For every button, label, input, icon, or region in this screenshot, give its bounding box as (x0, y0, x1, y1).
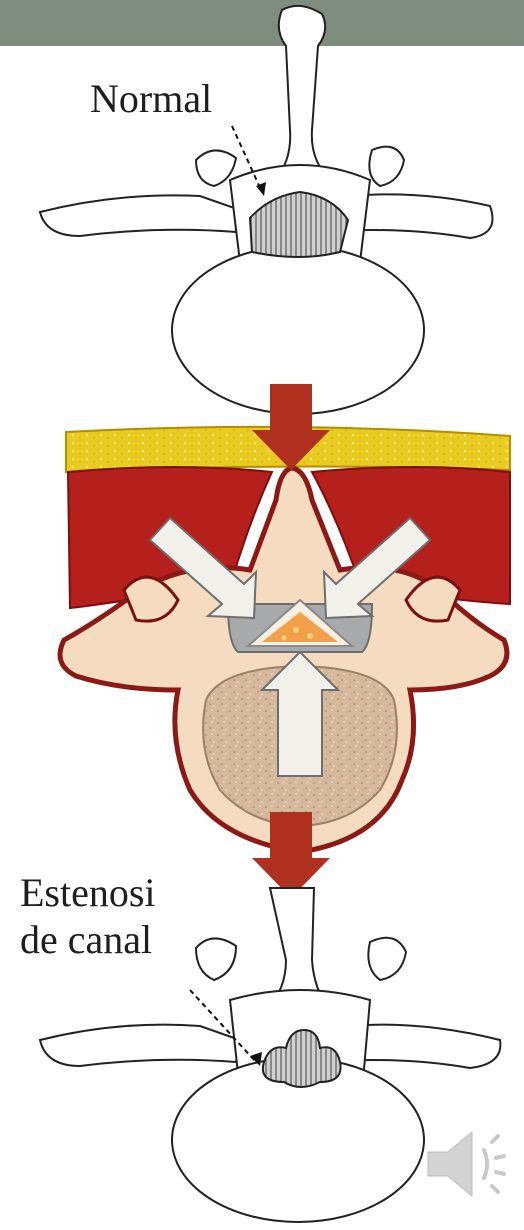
cross-section (60, 427, 510, 852)
header-bar (0, 0, 524, 46)
label-normal: Normal (90, 76, 212, 122)
speaker-icon[interactable] (424, 1124, 518, 1204)
label-stenosis-line2: de canal (20, 917, 152, 963)
label-stenosis-line1: Estenosi (20, 870, 156, 916)
